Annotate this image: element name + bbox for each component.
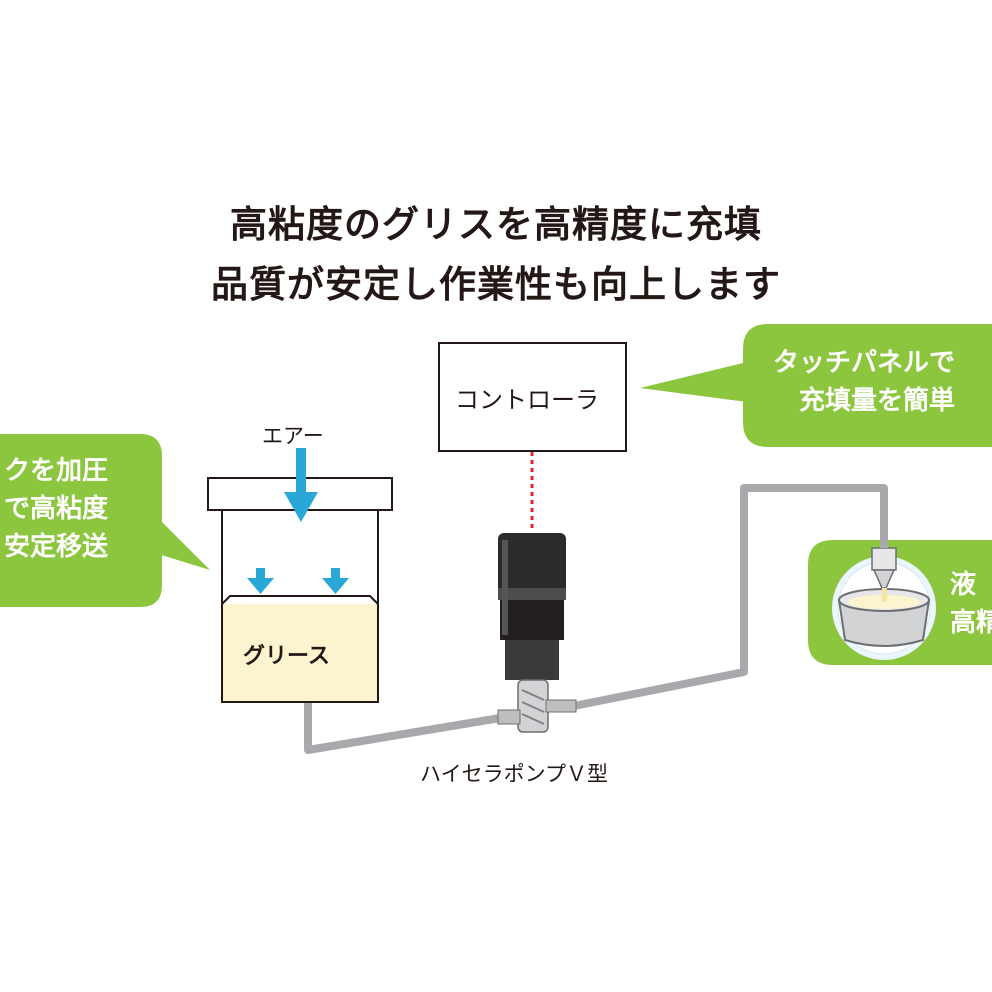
callout-left-line-3: 安定移送: [4, 532, 109, 562]
callout-bottom-right-line-2: 高精: [950, 608, 992, 638]
air-arrow-main-head: [284, 492, 318, 522]
pump-outlet-port: [545, 699, 577, 713]
pump-neck: [505, 640, 559, 680]
pump-motor-top: [498, 533, 566, 597]
callout-top-right-line-1: タッチパネルで: [773, 348, 956, 378]
air-arrow-left-shaft: [256, 568, 265, 580]
callout-top-right-pointer: [640, 362, 747, 402]
grease-stream: [882, 588, 887, 602]
pump-motor-lower: [500, 600, 564, 640]
dispense-nozzle-icon: [871, 547, 897, 571]
cup-icon: [837, 599, 931, 647]
callout-left-line-2: で高粘度: [4, 494, 109, 524]
callout-top-right-line-2: 充填量を簡単: [799, 386, 956, 416]
controller-box: [438, 342, 627, 452]
callout-top-right-bubble: [743, 324, 992, 447]
air-arrows: [247, 448, 349, 594]
grease-label: グリース: [243, 644, 330, 669]
callout-left-pointer: [158, 518, 210, 570]
air-arrow-left-head: [247, 578, 274, 594]
callout-bottom-right-line-1: 液: [950, 570, 977, 600]
pump-rotor: [521, 689, 545, 725]
headline-line-1: 高粘度のグリスを高精度に充填: [230, 203, 762, 246]
pump-motor-band: [498, 588, 566, 600]
tube-discharge: [573, 484, 888, 710]
callout-bottom-right-text: 液 高精: [950, 566, 992, 642]
dispense-illustration: [832, 547, 936, 660]
tank-piston-line: [221, 595, 379, 605]
pump-highlight: [502, 540, 508, 635]
pump-icon: [497, 533, 577, 733]
pump-inlet-port: [497, 709, 521, 725]
tube-supply: [304, 700, 501, 754]
pump-label: ハイセラポンプＶ型: [420, 762, 608, 786]
callout-left-bubble: [0, 434, 162, 607]
callout-top-right-text: タッチパネルで 充填量を簡単: [773, 344, 955, 420]
controller-label: コントローラ: [455, 386, 599, 414]
headline-line-2: 品質が安定し作業性も向上します: [211, 263, 781, 306]
callout-left-line-1: クを加圧: [4, 456, 109, 486]
air-label: エアー: [262, 424, 324, 448]
tank-grease-fill: [223, 604, 377, 701]
callout-left-text: クを加圧 で高粘度 安定移送: [4, 452, 108, 566]
air-arrow-right-shaft: [331, 568, 340, 580]
air-arrow-main-shaft: [296, 448, 306, 494]
air-arrow-right-head: [322, 578, 349, 594]
